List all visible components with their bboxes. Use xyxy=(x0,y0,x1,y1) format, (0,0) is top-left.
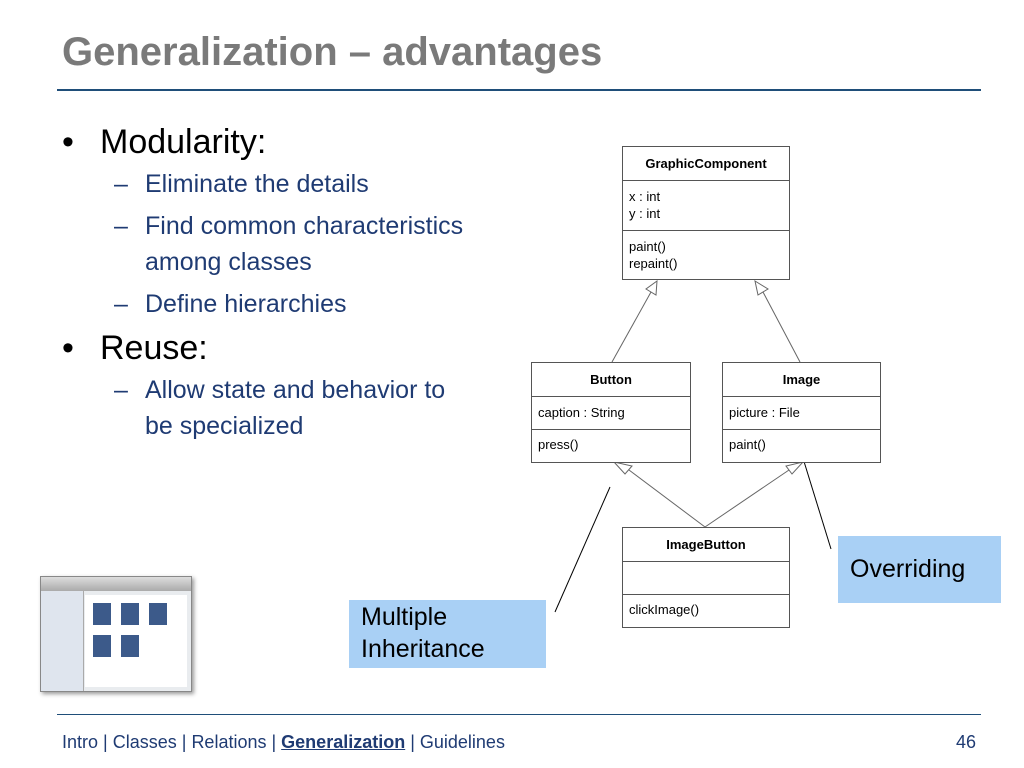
sub-bullet: –Allow state and behavior to be speciali… xyxy=(114,376,446,440)
sub-bullet: –Eliminate the details xyxy=(114,170,369,198)
bullet-list: •Modularity: –Eliminate the details –Fin… xyxy=(62,122,502,450)
page-number: 46 xyxy=(955,732,976,752)
attributes-section xyxy=(623,562,789,595)
nav-generalization[interactable]: Generalization xyxy=(281,732,406,752)
class-name: Button xyxy=(532,363,690,397)
class-name: Image xyxy=(723,363,880,397)
image-generalization-line xyxy=(762,291,801,363)
window-sidebar xyxy=(41,591,84,691)
slide-title: Generalization – advantages xyxy=(62,30,603,74)
methods-section: clickImage() xyxy=(629,602,700,617)
inheritance-arrowhead xyxy=(785,461,805,475)
imagebutton-button-line xyxy=(628,469,706,528)
overriding-callout: Overriding xyxy=(838,536,1001,603)
class-image: Image picture : File paint() xyxy=(722,362,881,463)
bullet-reuse: •Reuse: xyxy=(62,329,208,367)
multiple-callout-pointer xyxy=(554,486,611,613)
attributes-section: picture : File xyxy=(723,397,880,430)
image-thumbnail xyxy=(121,635,139,657)
class-image-button: ImageButton clickImage() xyxy=(622,527,790,628)
bullet-modularity: •Modularity: xyxy=(62,123,267,161)
inheritance-arrowhead xyxy=(645,279,658,296)
image-thumbnail xyxy=(121,603,139,625)
sub-bullet: –Define hierarchies xyxy=(114,290,347,318)
breadcrumb: Intro | Classes | Relations | Generaliza… xyxy=(62,732,505,752)
image-thumbnail xyxy=(149,603,167,625)
nav-relations[interactable]: Relations xyxy=(191,732,267,752)
nav-intro[interactable]: Intro xyxy=(62,732,99,752)
overriding-callout-pointer xyxy=(801,454,832,550)
finder-window-thumbnail xyxy=(40,576,192,692)
class-button: Button caption : String press() xyxy=(531,362,691,463)
methods-section: paint() repaint() xyxy=(629,239,678,271)
nav-guidelines[interactable]: Guidelines xyxy=(419,732,505,752)
class-name: ImageButton xyxy=(623,528,789,562)
sub-bullet: –Find common characteristics among class… xyxy=(114,212,464,276)
class-name: GraphicComponent xyxy=(623,147,789,181)
title-divider xyxy=(57,89,981,91)
footer-divider xyxy=(57,714,981,715)
image-thumbnail xyxy=(93,603,111,625)
inheritance-arrowhead xyxy=(612,461,633,475)
button-generalization-line xyxy=(611,291,652,363)
multiple-inheritance-callout: Multiple Inheritance xyxy=(349,600,546,668)
window-content xyxy=(85,595,187,687)
window-titlebar xyxy=(41,577,191,591)
attributes-section: x : int y : int xyxy=(623,181,789,231)
inheritance-arrowhead xyxy=(754,279,769,296)
attributes-section: caption : String xyxy=(532,397,690,430)
methods-section: paint() xyxy=(729,437,766,452)
methods-section: press() xyxy=(538,437,579,452)
image-thumbnail xyxy=(93,635,111,657)
nav-classes[interactable]: Classes xyxy=(112,732,177,752)
class-graphic-component: GraphicComponent x : int y : int paint()… xyxy=(622,146,790,280)
imagebutton-image-line xyxy=(704,469,790,528)
